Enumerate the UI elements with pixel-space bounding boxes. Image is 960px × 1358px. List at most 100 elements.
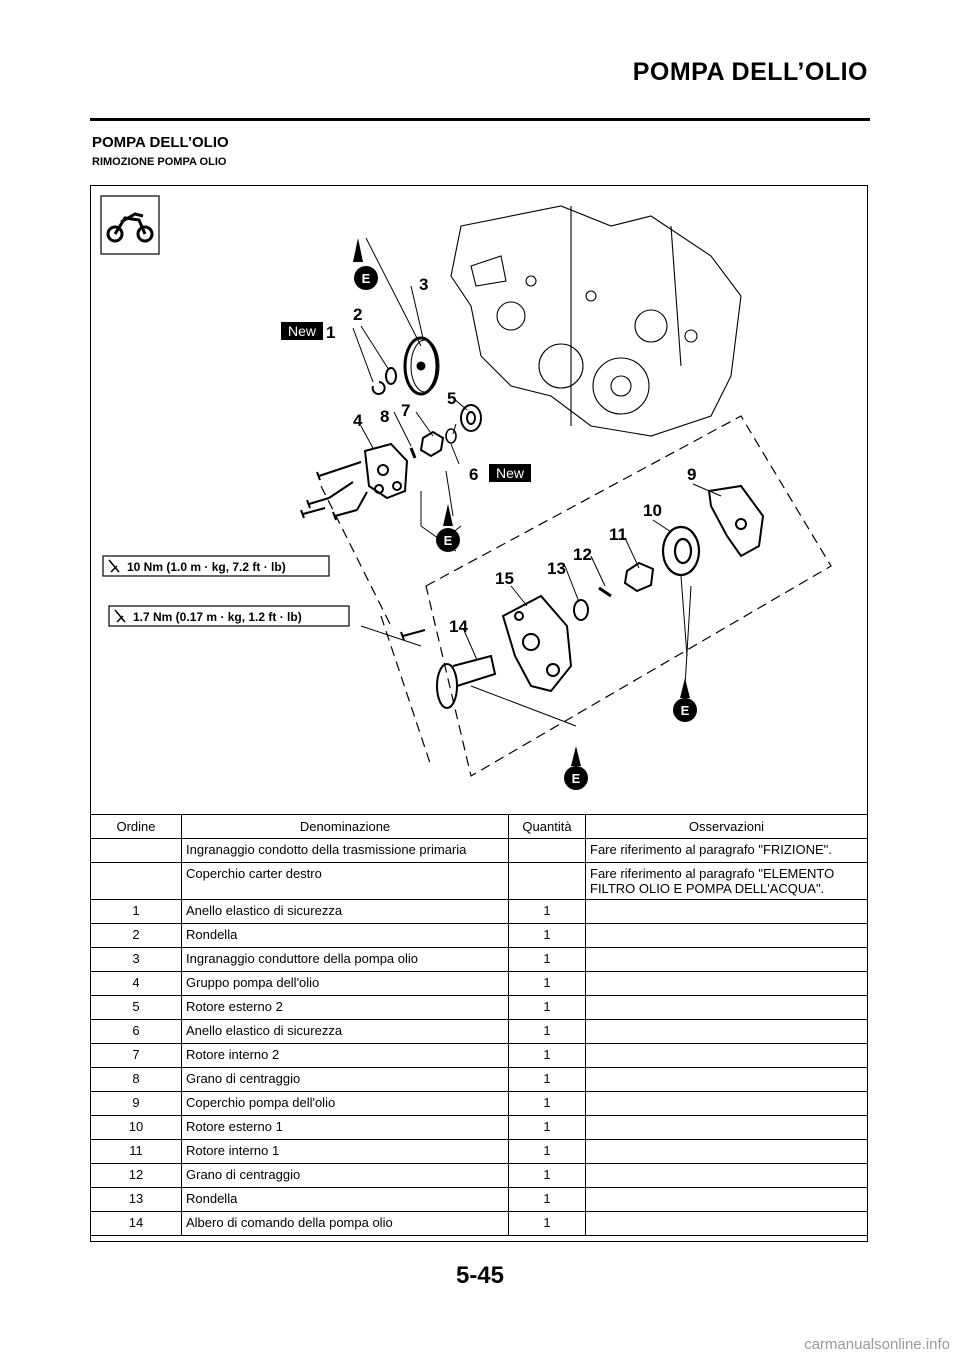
section-title: POMPA DELL’OLIO [92,134,229,151]
watermark: carmanualsonline.info [804,1336,950,1353]
parts-table-wrap: Ordine Denominazione Quantità Osservazio… [91,814,867,1236]
cell-quantita: 1 [508,1019,586,1044]
callout-15: 15 [495,569,514,588]
cell-ordine: 8 [91,1067,182,1092]
callout-5: 5 [447,389,456,408]
cell-ordine: 11 [91,1139,182,1164]
cell-ordine: 14 [91,1211,182,1236]
callout-4: 4 [353,411,363,430]
torque-spec-2: 1.7 Nm (0.17 m · kg, 1.2 ft · lb) [108,605,350,627]
content-frame: E E E E New New 1 2 3 [90,185,868,1242]
col-ordine: Ordine [91,814,182,839]
section-subtitle: RIMOZIONE POMPA OLIO [92,156,227,168]
cell-quantita: 1 [508,1115,586,1140]
table-row: Ingranaggio condotto della trasmissione … [91,838,867,863]
exploded-diagram: E E E E New New 1 2 3 [100,195,832,790]
cell-denominazione: Rotore esterno 1 [181,1115,509,1140]
cell-osservazioni [585,1139,867,1164]
page-number: 5-45 [455,1262,505,1289]
callout-6: 6 [469,465,478,484]
callout-13: 13 [547,559,566,578]
new-tag-1: New [281,322,323,340]
cell-ordine: 5 [91,995,182,1020]
e-mark-oil-2: E [436,504,460,552]
table-header-row: Ordine Denominazione Quantità Osservazio… [91,814,867,839]
cell-quantita: 1 [508,1187,586,1212]
part-6-circlip [445,428,457,444]
page-header-title: POMPA DELL’OLIO [632,58,868,86]
cell-denominazione: Anello elastico di sicurezza [181,899,509,924]
svg-text:E: E [681,703,690,718]
wrench-icon [114,609,126,623]
part-10-outer-rotor [661,525,701,577]
part-12-dowel [598,586,612,598]
cell-quantita: 1 [508,1043,586,1068]
cell-denominazione: Gruppo pompa dell'olio [181,971,509,996]
cell-ordine: 12 [91,1163,182,1188]
cell-denominazione: Rotore interno 2 [181,1043,509,1068]
cell-ordine: 3 [91,947,182,972]
part-13-washer [573,599,589,621]
cell-osservazioni [585,1211,867,1236]
leader-lines [352,237,722,727]
cell-denominazione: Anello elastico di sicurezza [181,1019,509,1044]
cell-ordine: 2 [91,923,182,948]
cell-denominazione: Albero di comando della pompa olio [181,1211,509,1236]
part-2-washer [385,367,397,385]
wrench-icon [108,559,120,573]
cell-ordine: 9 [91,1091,182,1116]
cell-ordine [91,838,182,863]
cell-ordine [91,862,182,900]
cell-quantita [508,838,586,863]
part-4-pump-assembly [363,442,409,500]
cell-ordine: 1 [91,899,182,924]
callout-11: 11 [609,525,627,544]
cell-osservazioni [585,947,867,972]
cell-denominazione: Rotore esterno 2 [181,995,509,1020]
cell-denominazione: Coperchio pompa dell'olio [181,1091,509,1116]
callout-1: 1 [326,323,335,342]
svg-text:E: E [444,533,453,548]
bolts-group [300,461,426,641]
callout-14: 14 [449,617,468,636]
cell-denominazione: Ingranaggio conduttore della pompa olio [181,947,509,972]
callout-7: 7 [401,401,410,420]
callout-9: 9 [687,465,696,484]
cell-quantita: 1 [508,971,586,996]
cell-ordine: 13 [91,1187,182,1212]
cell-ordine: 6 [91,1019,182,1044]
cell-quantita [508,862,586,900]
motocross-bike-icon [100,195,160,255]
cell-denominazione: Rondella [181,923,509,948]
cell-osservazioni: Fare riferimento al paragrafo "FRIZIONE"… [585,838,867,863]
cell-quantita: 1 [508,899,586,924]
parts-table: Ordine Denominazione Quantità Osservazio… [91,814,867,1236]
part-9-pump-cover [707,484,765,558]
svg-text:1.7 Nm (0.17 m · kg, 1.2 ft ·: 1.7 Nm (0.17 m · kg, 1.2 ft · lb) [133,610,302,624]
cell-osservazioni [585,1115,867,1140]
callout-10: 10 [643,501,662,520]
part-1-circlip [371,381,386,395]
cell-osservazioni [585,995,867,1020]
part-15-pump-body [501,594,573,693]
cell-quantita: 1 [508,1139,586,1164]
svg-text:10 Nm (1.0 m · kg, 7.2 ft · lb: 10 Nm (1.0 m · kg, 7.2 ft · lb) [127,560,286,574]
cell-ordine: 4 [91,971,182,996]
engine-case [450,205,742,437]
cell-denominazione: Rotore interno 1 [181,1139,509,1164]
svg-text:New: New [288,323,317,339]
cell-osservazioni [585,1067,867,1092]
part-7-inner-rotor [419,430,445,458]
part-8-dowel [409,447,417,459]
